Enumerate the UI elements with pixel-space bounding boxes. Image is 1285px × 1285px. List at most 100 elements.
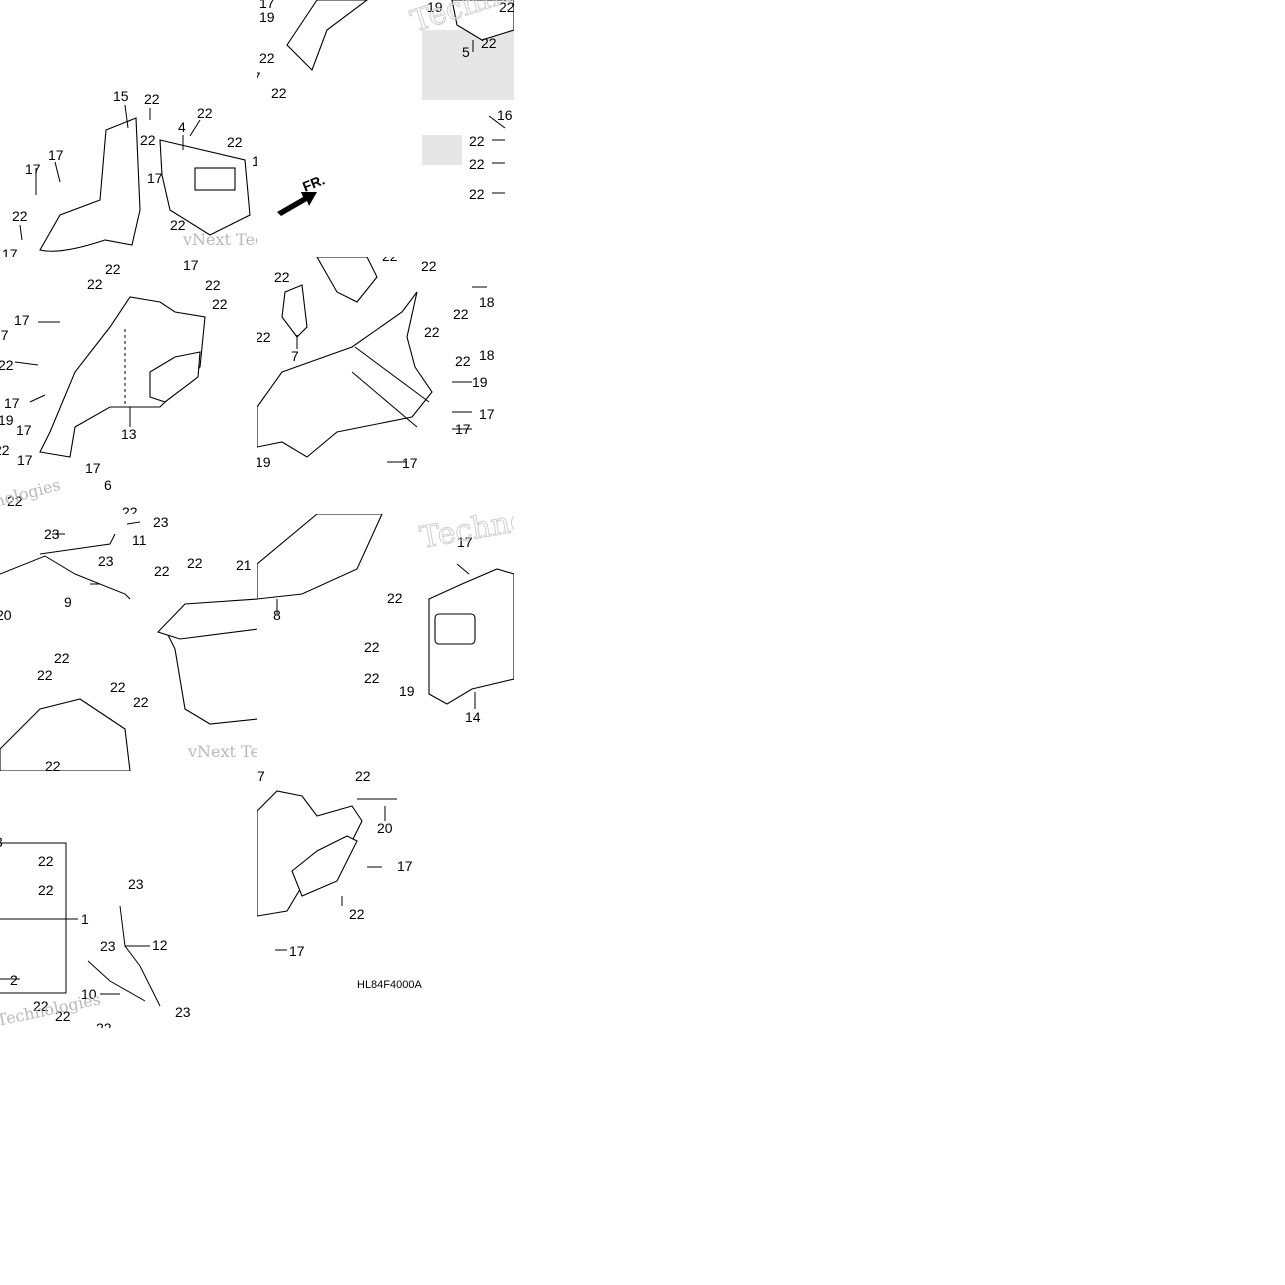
storage-bin	[164, 623, 257, 725]
callout: 1	[81, 911, 89, 927]
callout: 22	[271, 85, 287, 101]
rod-12	[119, 905, 161, 1007]
halftone-region	[422, 30, 514, 165]
callout: 17	[397, 858, 413, 874]
callout: 10	[81, 986, 97, 1002]
callout: 22	[259, 50, 275, 66]
callout: 17	[257, 69, 261, 85]
tile-2-drawing: FR. 17 19 22 22 17 19 5 22 22 16 22 22 2…	[257, 0, 514, 216]
callout: 17	[16, 422, 32, 438]
callout: 23	[44, 526, 60, 542]
callout: 11	[132, 532, 147, 548]
panel-13-vent	[149, 351, 201, 403]
callout: 23	[100, 938, 116, 954]
callout: 22	[33, 998, 49, 1014]
callout: 23	[175, 1004, 191, 1020]
callout: 22	[96, 1020, 112, 1028]
callout: 22	[424, 324, 440, 340]
callout: 22	[0, 442, 10, 458]
callout: 17	[289, 943, 305, 959]
callout: 23	[98, 553, 114, 569]
callout: 19	[399, 683, 415, 699]
panel-14-opening	[434, 613, 476, 645]
callout: 22	[421, 258, 437, 274]
callout: 22	[12, 208, 28, 224]
panel-large	[257, 291, 433, 458]
callout: 3	[0, 834, 3, 850]
callout: 17	[479, 406, 495, 422]
callout: 17	[252, 153, 257, 169]
callout: 18	[479, 294, 495, 310]
diagram-tile-8: 7 22 20 17 22 17 HL84F4000A	[257, 771, 514, 1028]
callout: 14	[465, 709, 481, 725]
callout: 22	[154, 563, 170, 579]
panel-5	[286, 0, 368, 71]
panel-4-window	[194, 167, 236, 191]
bracket	[0, 842, 67, 994]
tile-5-drawing: 23 11 23 23 9 20 22 21 22 22 22 22 22 22…	[0, 514, 257, 771]
callout: 22	[499, 0, 514, 15]
tile-1-drawing: 15 22 22 4 22 22 17 17 17 22 17 22 17 vN…	[2, 88, 257, 257]
callout: 22	[257, 329, 271, 345]
callout: 22	[38, 853, 54, 869]
callout: 17	[4, 395, 20, 411]
callout: 22	[205, 277, 221, 293]
callout: 17	[14, 312, 30, 328]
callout: 22	[187, 555, 203, 571]
tile-6-drawing: 8 17 22 22 22 19 14 Techno	[257, 514, 514, 725]
callout: 22	[274, 269, 290, 285]
callout: 22	[227, 134, 243, 150]
panel-7	[281, 284, 308, 338]
callout: 19	[0, 412, 14, 428]
callout: 20	[0, 607, 12, 623]
callout: 22	[37, 667, 53, 683]
callout: 22	[87, 276, 103, 292]
callout: 22	[364, 639, 380, 655]
callout: 22	[0, 357, 14, 373]
console	[0, 698, 131, 771]
bin-frame	[156, 598, 257, 640]
diagram-tile-3: 22 22 17 22 22 17 17 22 17 19 17 22 17 1…	[0, 257, 257, 514]
callout: 22	[197, 105, 213, 121]
callout: 17	[25, 161, 41, 177]
callout: 22	[387, 590, 403, 606]
panel-16	[451, 0, 514, 41]
callout: 22	[355, 771, 371, 784]
callout: 8	[273, 607, 281, 623]
callout: 17	[402, 455, 418, 471]
front-marker: FR.	[300, 171, 327, 194]
callout: 18	[479, 347, 495, 363]
callout: 9	[64, 594, 72, 610]
callout: 17	[48, 147, 64, 163]
callout: 22	[122, 504, 138, 514]
panel-13	[39, 296, 206, 458]
panel-7-lower	[257, 790, 363, 917]
tile-3-drawing: 22 22 17 22 22 17 17 22 17 19 17 22 17 1…	[0, 257, 228, 514]
callout: 17	[17, 452, 33, 468]
callout: 22	[469, 133, 485, 149]
callout: 17	[455, 421, 471, 437]
callout: 19	[427, 0, 443, 15]
callout: 22	[54, 650, 70, 666]
step-tray	[291, 835, 358, 897]
callout: 22	[105, 261, 121, 277]
callout: 17	[457, 534, 473, 550]
callout: 23	[128, 876, 144, 892]
callout: 22	[45, 758, 61, 771]
callout: 2	[10, 972, 18, 988]
callout: 22	[349, 906, 365, 922]
callout: 15	[113, 88, 129, 104]
rod-10	[87, 960, 146, 1002]
callout: 17	[147, 170, 163, 186]
callout: 22	[364, 670, 380, 686]
callout: 4	[178, 119, 186, 135]
diagram-tile-5: 23 11 23 23 9 20 22 21 22 22 22 22 22 22…	[0, 514, 257, 771]
diagram-tile-6: 8 17 22 22 22 19 14 Techno	[257, 514, 514, 771]
callout: 22	[38, 882, 54, 898]
callout: 16	[497, 107, 513, 123]
callout: 22	[133, 694, 149, 710]
rod-9	[0, 555, 131, 600]
callout: 6	[104, 477, 112, 493]
callout: 19	[472, 374, 488, 390]
